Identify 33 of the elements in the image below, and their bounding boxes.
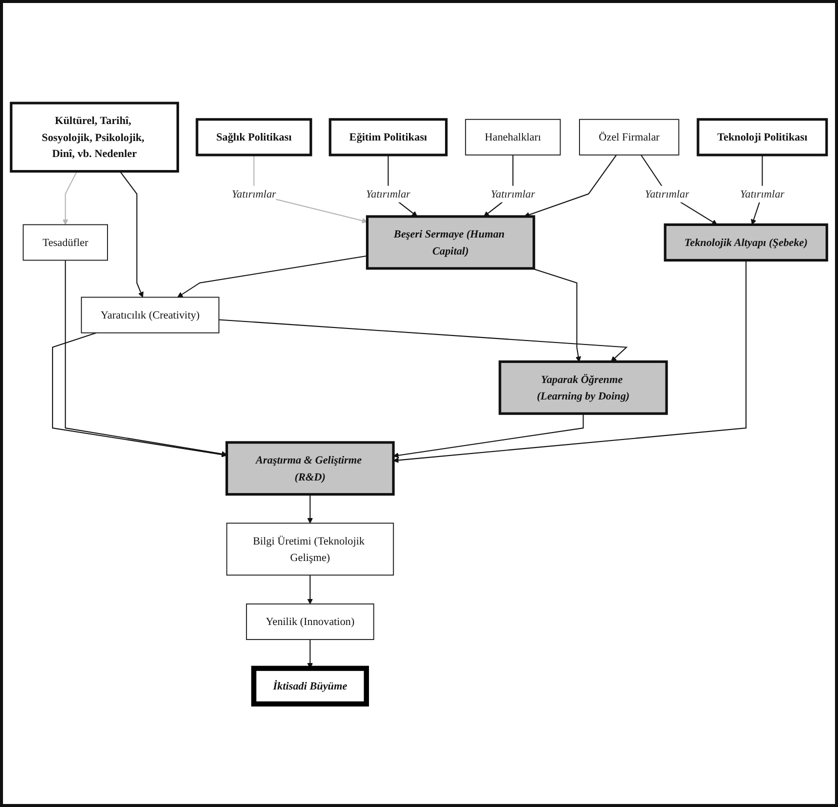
node-box: Yenilik (Innovation) [246,603,374,640]
arrow [62,171,78,225]
arrow [640,154,718,225]
edge-label: Yatırımlar [490,188,536,200]
node-box: Beşeri Sermaye (Human Capital) [366,215,536,270]
arrow [177,255,368,298]
arrow [393,414,584,458]
arrow [120,171,144,298]
edge-label: Yatırımlar [366,188,410,200]
edge-label: Yatırımlar [740,188,785,200]
node-box: Araştırma & Geliştirme (R&D) [225,441,395,496]
node-box: Tesadüfler [22,224,108,261]
node-box: Kültürel, Tarihî, Sosyolojik, Psikolojik, Dinî, vb. Nedenler [10,102,180,173]
node-box: Yaparak Öğrenme (Learning by Doing) [498,360,668,415]
arrow [52,332,228,458]
arrow [64,260,228,457]
edge-label: Yatırımlar [644,188,690,200]
node-box: İktisadi Büyüme [251,666,369,706]
node-box: Teknoloji Politikası [696,118,828,156]
node-box: Eğitim Politikası [328,118,448,156]
arrow [532,268,582,362]
arrow [307,575,313,604]
arrow [524,154,617,218]
arrow [218,319,628,362]
node-box: Özel Firmalar [579,118,680,156]
node-box: Yaratıcılık (Creativity) [80,296,220,334]
arrow [307,494,313,524]
arrow [393,260,747,464]
node-box: Sağlık Politikası [196,118,312,156]
node-box: Bilgi Üretimi (Teknolojik Gelişme) [226,522,394,576]
edge-label: Yatırımlar [232,188,276,200]
node-box: Teknolojik Altyapı (Şebeke) [664,223,828,262]
node-box: Hanehalkları [465,118,561,156]
